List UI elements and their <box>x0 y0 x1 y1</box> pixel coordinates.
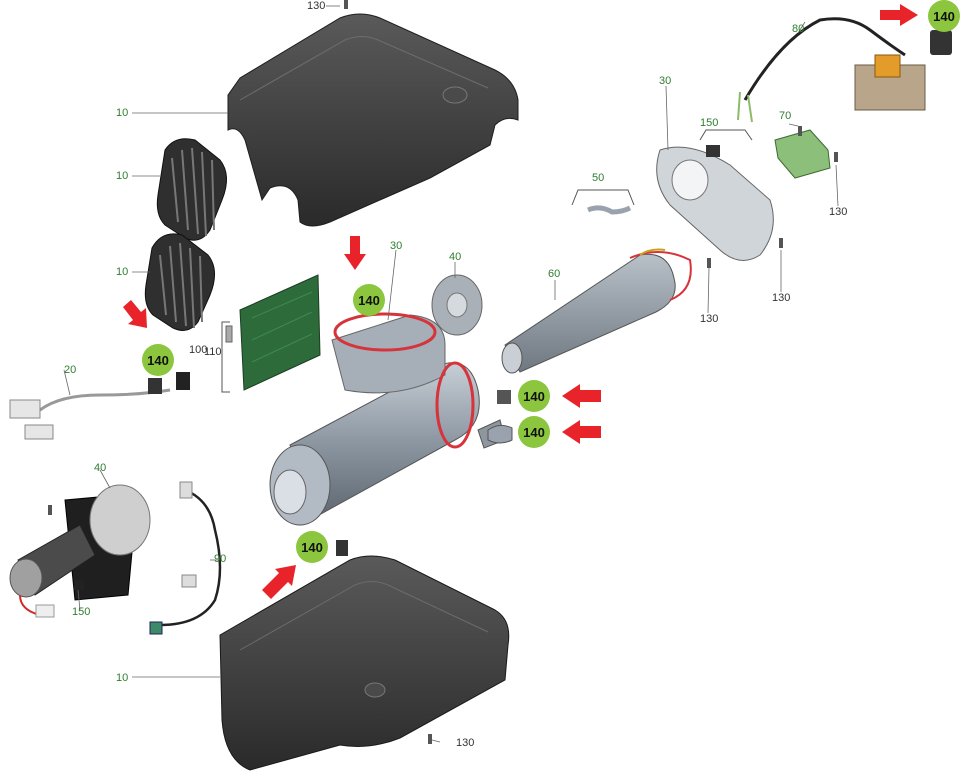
label-130-right-upper: 130 <box>829 206 848 218</box>
label-100: 100 <box>189 344 208 356</box>
wire-harness-80 <box>743 17 906 101</box>
label-110: 110 <box>204 346 222 358</box>
label-150-bottom: 150 <box>72 606 91 618</box>
arrow-down-left <box>123 300 147 328</box>
top-housing-cover <box>227 13 519 227</box>
label-30-plate: 30 <box>659 75 672 87</box>
label-150-top: 150 <box>700 117 719 129</box>
label-130-top: 130 <box>307 0 326 12</box>
fuse-holder <box>930 30 952 55</box>
label-10-top-cover: 10 <box>116 107 129 119</box>
fuse-part <box>225 325 233 343</box>
label-90: 90 <box>214 553 227 565</box>
badge-140-right-upper: 140 <box>518 380 550 412</box>
label-10-grille-upper: 10 <box>116 170 129 182</box>
label-30-center: 30 <box>390 240 403 252</box>
arrow-down-center <box>344 236 366 270</box>
badge-140-top-right: 140 <box>928 0 960 32</box>
bracket-50 <box>571 189 635 206</box>
badge-140-bottom: 140 <box>296 531 328 563</box>
label-60: 60 <box>548 268 561 280</box>
arrow-left-upper <box>562 384 601 408</box>
badge-140-center: 140 <box>353 284 385 316</box>
blower-motor-assembly <box>9 484 151 618</box>
wire-harness-90 <box>159 488 222 627</box>
circuit-board <box>239 274 321 391</box>
red-arrows <box>123 4 918 599</box>
arrow-right-top <box>880 4 918 26</box>
label-10-grille-lower: 10 <box>116 266 129 278</box>
label-40-motor: 40 <box>94 462 107 474</box>
label-130-right-lower: 130 <box>772 292 791 304</box>
badge-140-right-lower: 140 <box>518 416 550 448</box>
combustion-tube <box>501 248 692 374</box>
nozzle-part <box>487 424 513 444</box>
air-grille-upper <box>156 138 227 241</box>
label-50: 50 <box>592 172 605 184</box>
green-module <box>774 129 831 179</box>
flange-plate <box>656 146 774 261</box>
label-130-bottom: 130 <box>456 737 475 749</box>
fan-wheel <box>431 274 483 336</box>
screws <box>48 0 838 744</box>
badge-140-left: 140 <box>142 344 174 376</box>
label-20: 20 <box>64 364 77 376</box>
label-80: 80 <box>792 23 805 35</box>
sensor-part <box>706 145 720 157</box>
label-130-tube: 130 <box>700 313 719 325</box>
bracket-100 <box>221 321 230 393</box>
bracket-150 <box>699 129 753 141</box>
bottom-housing <box>219 555 510 771</box>
leader-lines <box>63 5 839 743</box>
main-heater-cylinder <box>269 312 506 526</box>
hose-part <box>587 205 632 215</box>
label-10-bottom-housing: 10 <box>116 672 129 684</box>
arrow-up-bottom <box>262 565 296 599</box>
label-70: 70 <box>779 110 792 122</box>
clip-part <box>336 540 348 556</box>
label-40-fan: 40 <box>449 251 462 263</box>
air-grille-lower <box>144 233 215 331</box>
grommet-part <box>497 390 511 404</box>
arrow-left-lower <box>562 420 601 444</box>
connector-block <box>854 54 926 111</box>
